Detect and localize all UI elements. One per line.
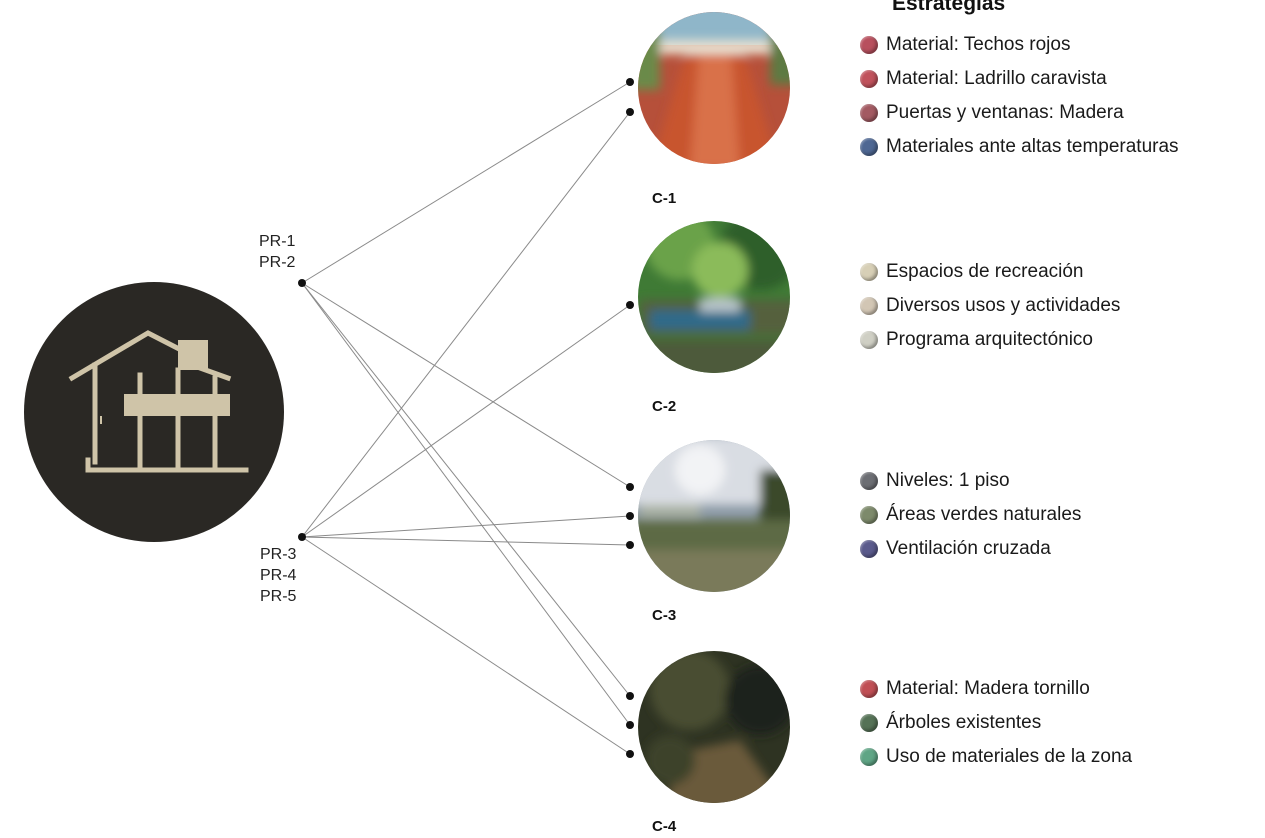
connection-line (301, 515, 631, 538)
strategy-item: Puertas y ventanas: Madera (860, 96, 1179, 130)
strategy-item: Material: Ladrillo caravista (860, 62, 1179, 96)
strategy-text: Uso de materiales de la zona (886, 746, 1133, 767)
project-group-node (298, 533, 306, 541)
strategy-text: Espacios de recreación (886, 261, 1084, 282)
case-photo-c3 (638, 440, 790, 592)
case-endpoint-node (626, 301, 634, 309)
strategy-text: Diversos usos y actividades (886, 295, 1121, 316)
connection-line (301, 304, 631, 538)
case-photo-c2 (638, 221, 790, 373)
project-group-1-labels: PR-1 PR-2 (259, 231, 295, 273)
connection-line (301, 282, 631, 726)
strategies-heading: Estrategias (892, 0, 1006, 15)
connection-line (301, 81, 631, 284)
connection-line (301, 282, 631, 697)
strategy-item: Niveles: 1 piso (860, 464, 1081, 498)
strategy-bullet-icon (860, 748, 878, 766)
strategy-bullet-icon (860, 297, 878, 315)
strategy-text: Programa arquitectónico (886, 329, 1093, 350)
strategy-text: Material: Ladrillo caravista (886, 68, 1107, 89)
strategy-list-c4: Material: Madera tornillo Árboles existe… (860, 672, 1132, 774)
strategy-item: Diversos usos y actividades (860, 289, 1120, 323)
strategy-text: Material: Madera tornillo (886, 678, 1090, 699)
connection-line (301, 536, 631, 546)
strategy-list-c2: Espacios de recreación Diversos usos y a… (860, 255, 1120, 357)
strategy-item: Áreas verdes naturales (860, 498, 1081, 532)
strategy-bullet-icon (860, 104, 878, 122)
strategy-item: Espacios de recreación (860, 255, 1120, 289)
strategy-bullet-icon (860, 263, 878, 281)
strategy-bullet-icon (860, 540, 878, 558)
strategy-bullet-icon (860, 331, 878, 349)
case-label-c2: C-2 (652, 398, 677, 415)
project-group-node (298, 279, 306, 287)
strategy-list-c1: Material: Techos rojos Material: Ladrill… (860, 28, 1179, 164)
strategy-item: Materiales ante altas temperaturas (860, 130, 1179, 164)
case-endpoint-node (626, 78, 634, 86)
strategy-item: Material: Techos rojos (860, 28, 1179, 62)
case-endpoint-node (626, 108, 634, 116)
strategy-item: Programa arquitectónico (860, 323, 1120, 357)
case-label-c4: C-4 (652, 818, 677, 835)
strategy-text: Puertas y ventanas: Madera (886, 102, 1124, 123)
strategy-bullet-icon (860, 714, 878, 732)
case-endpoint-node (626, 541, 634, 549)
strategy-item: Ventilación cruzada (860, 532, 1081, 566)
project-label: PR-3 (260, 546, 297, 563)
case-endpoint-node (626, 692, 634, 700)
project-label: PR-4 (260, 567, 297, 584)
case-endpoint-node (626, 750, 634, 758)
strategy-list-c3: Niveles: 1 piso Áreas verdes naturales V… (860, 464, 1081, 566)
strategy-text: Material: Techos rojos (886, 34, 1071, 55)
case-endpoint-node (626, 483, 634, 491)
strategy-bullet-icon (860, 138, 878, 156)
strategy-item: Uso de materiales de la zona (860, 740, 1132, 774)
project-label: PR-2 (259, 254, 296, 271)
connection-line (301, 282, 631, 488)
strategy-bullet-icon (860, 36, 878, 54)
connection-lines (301, 81, 631, 755)
strategy-text: Niveles: 1 piso (886, 470, 1010, 491)
case-label-c1: C-1 (652, 190, 677, 207)
case-endpoint-node (626, 512, 634, 520)
connection-endpoints (298, 78, 634, 758)
project-label: PR-1 (259, 233, 296, 250)
strategy-text: Ventilación cruzada (886, 538, 1051, 559)
project-group-2-labels: PR-3 PR-4 PR-5 (260, 544, 296, 607)
connection-line (301, 111, 631, 538)
central-house-icon (24, 282, 284, 542)
strategy-text: Áreas verdes naturales (886, 504, 1082, 525)
strategy-item: Material: Madera tornillo (860, 672, 1132, 706)
strategy-bullet-icon (860, 70, 878, 88)
strategy-item: Árboles existentes (860, 706, 1132, 740)
case-photo-c4 (638, 651, 790, 803)
case-label-c3: C-3 (652, 607, 677, 624)
strategy-text: Árboles existentes (886, 712, 1042, 733)
strategy-text: Materiales ante altas temperaturas (886, 136, 1179, 157)
strategy-bullet-icon (860, 680, 878, 698)
project-label: PR-5 (260, 588, 297, 605)
case-endpoint-node (626, 721, 634, 729)
case-photo-c1 (638, 12, 790, 164)
connection-line (301, 536, 631, 755)
strategy-bullet-icon (860, 506, 878, 524)
strategy-bullet-icon (860, 472, 878, 490)
